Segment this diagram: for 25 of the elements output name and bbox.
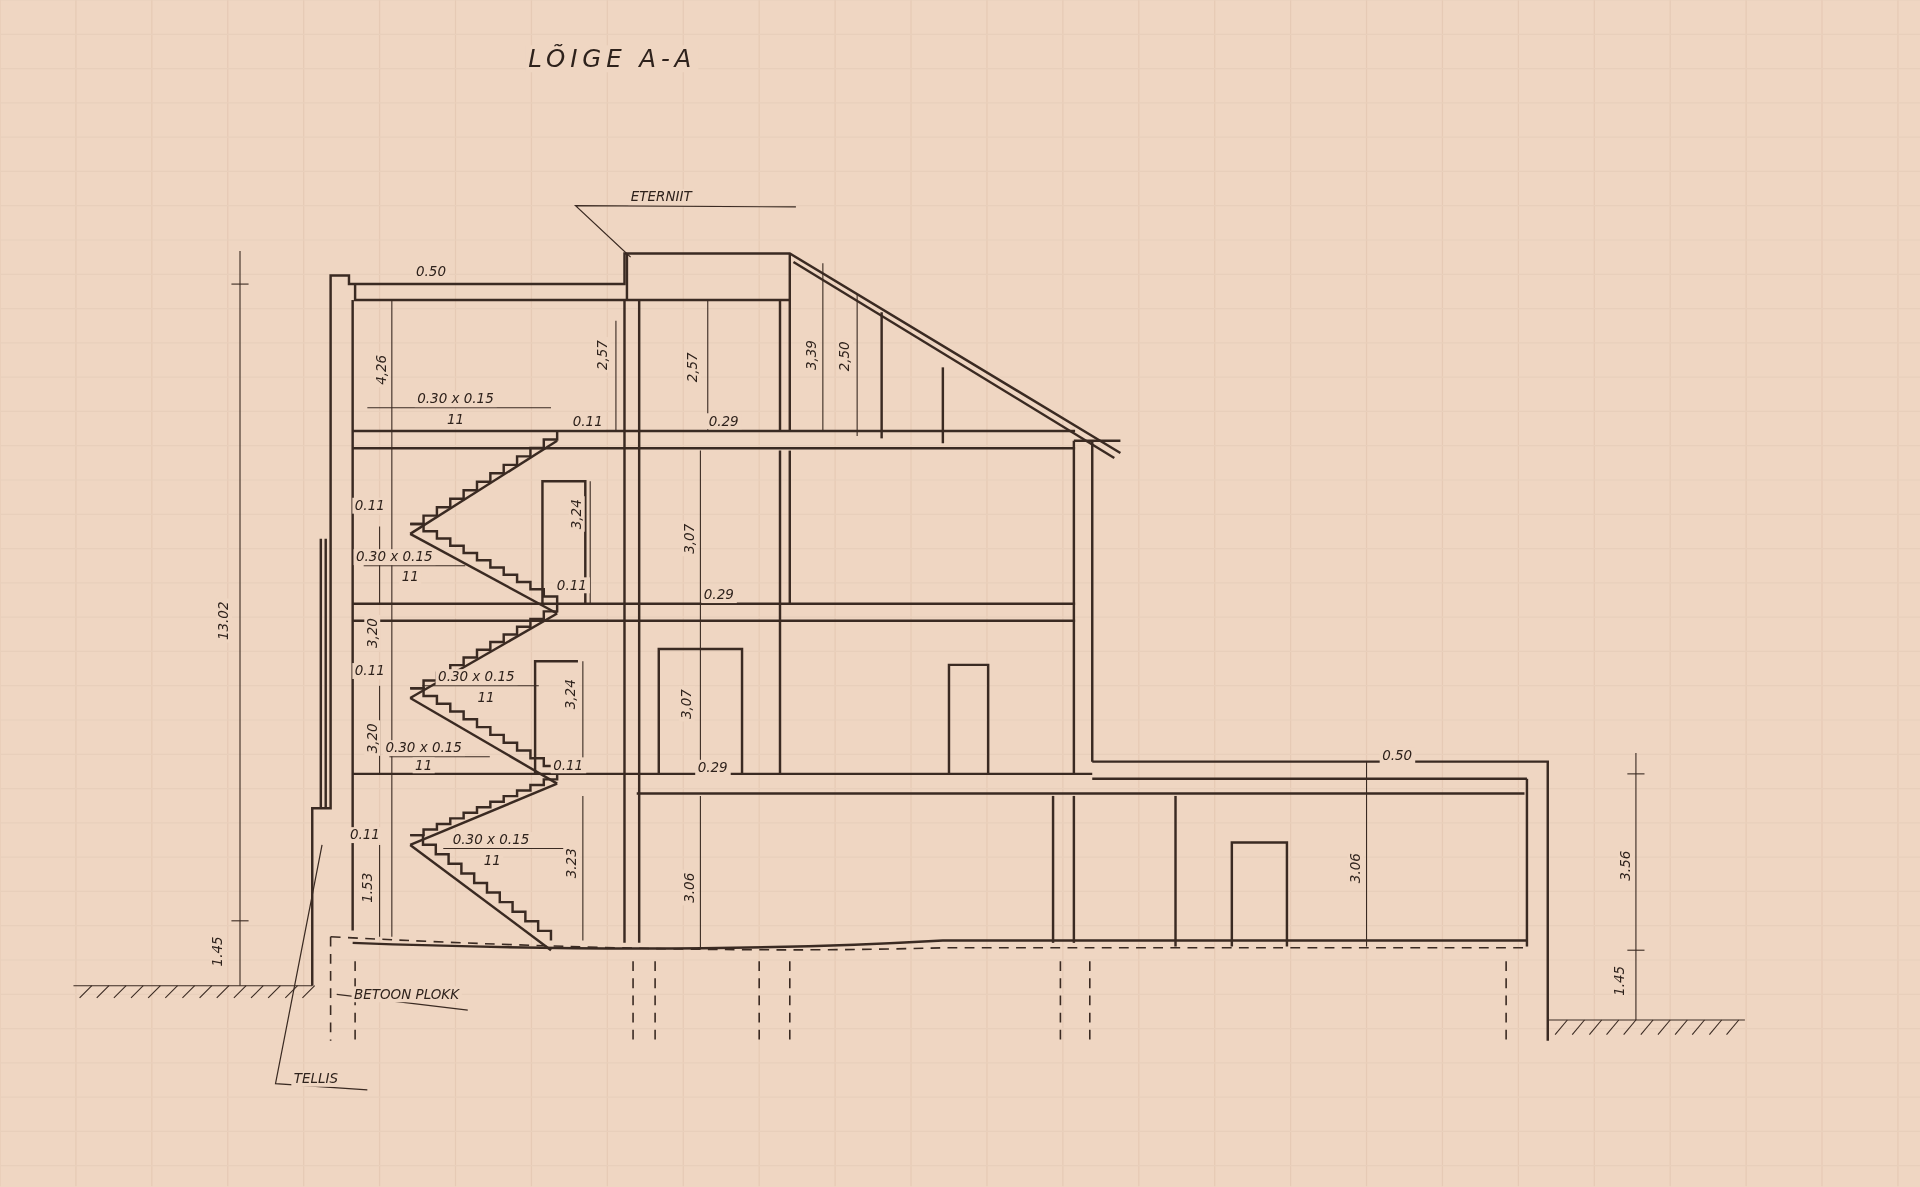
dimension-label: 3,07 [679, 686, 695, 722]
drawing-title: LÕIGE A-A [525, 45, 699, 73]
dimension-label: 0.30 x 0.15 [353, 549, 435, 566]
dimension-label: 3,20 [364, 615, 381, 651]
dimension-label: 3,07 [681, 521, 698, 557]
dimension-label: 2,57 [685, 349, 701, 385]
dimension-label: 0.11 [347, 827, 383, 844]
dimension-label: 3.06 [681, 870, 698, 906]
dimension-label: 3,20 [364, 720, 381, 756]
dimension-label: 0.50 [1379, 747, 1415, 764]
dimension-label: 11 [412, 757, 435, 774]
dimension-label: 11 [399, 568, 422, 585]
dimension-label: 3,24 [568, 496, 585, 532]
dimension-label: 0.30 x 0.15 [382, 740, 465, 757]
dimension-label: 13.02 [216, 599, 233, 643]
dimension-label: 0.29 [701, 587, 737, 604]
dimension-label: 0.11 [550, 757, 586, 774]
dimension-label: 1.45 [210, 934, 226, 969]
dimension-label: 0.29 [695, 759, 731, 776]
dimension-label: 2,57 [594, 337, 611, 373]
dimension-label: 3.56 [1618, 848, 1635, 884]
dimension-label: 0.11 [554, 577, 590, 594]
dimension-label: 0.30 x 0.15 [450, 832, 532, 848]
dimension-label: 4,26 [374, 352, 390, 388]
dimension-label: 3.06 [1347, 850, 1364, 886]
